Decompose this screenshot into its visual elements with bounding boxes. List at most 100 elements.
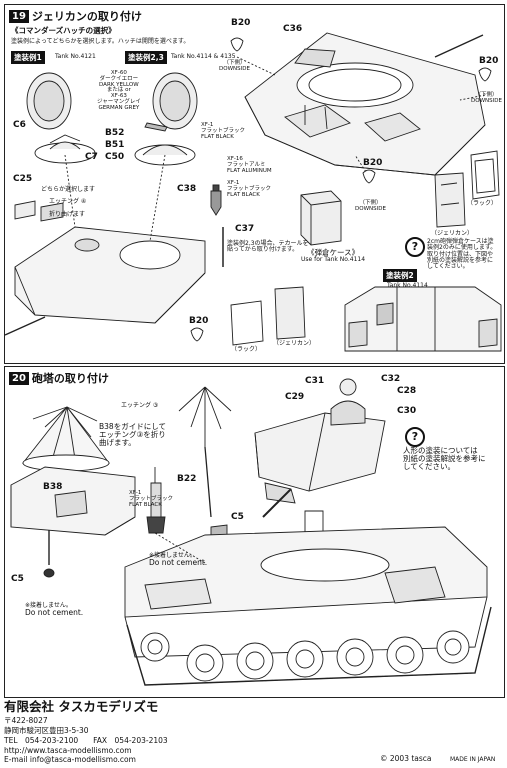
scheme-1-badge: 塗装例1	[11, 51, 45, 64]
ammo-case-label: 《弾倉ケース》 Use for Tank No.4114	[301, 249, 365, 263]
downside-note-c: （下側） DOWNSIDE	[355, 200, 386, 213]
part-c31: C31	[305, 376, 325, 386]
part-c29: C29	[285, 392, 305, 402]
paint-name-en: FLAT BLACK	[129, 501, 162, 508]
part-c38: C38	[177, 184, 197, 194]
company-email[interactable]: E-mail info@tasca-modellismo.com	[4, 755, 136, 764]
step-20-header: 20 砲塔の取り付け	[9, 370, 109, 386]
made-in-japan: MADE IN JAPAN	[450, 756, 496, 763]
paint-code: XF-1	[201, 122, 214, 128]
downside-jp: （下側）	[359, 200, 382, 206]
note-icon: ?	[405, 427, 425, 447]
step-number: 20	[9, 371, 29, 385]
paint-name-jp: フラットブラック	[227, 185, 272, 192]
note-line: してください。	[427, 263, 469, 271]
xf1b-callout: XF-1 フラットブラック FLAT BLACK	[227, 180, 272, 198]
figure-paint-note: 人形の塗装については 別紙の塗装解説を参考に してください。	[403, 447, 486, 471]
no-cement-note-center: ※接着しません。 Do not cement.	[149, 552, 208, 568]
note-line: 曲げます。	[99, 437, 136, 447]
company-name: 有限会社 タスカモデリズモ	[4, 699, 159, 714]
note-line: 2cm砲弾弾倉ケースは塗	[427, 238, 494, 245]
company-website[interactable]: http://www.tasca-modellismo.com	[4, 746, 132, 755]
part-c28: C28	[397, 386, 417, 396]
no-cement-note-left: ※接着しません。 Do not cement.	[25, 602, 84, 618]
c37-note-line: 貼ってから取り付けます。	[227, 246, 299, 254]
xf1-callout: XF-1 フラットブラック FLAT BLACK	[129, 490, 174, 508]
paint-name-en: DARK YELLOW	[99, 81, 139, 88]
step-number: 19	[9, 9, 29, 23]
part-b20-center: B20	[363, 158, 383, 168]
downside-jp: （下側）	[223, 60, 246, 66]
xf1-callout: XF-1 フラットブラック FLAT BLACK	[201, 122, 246, 140]
part-c30: C30	[397, 406, 417, 416]
fold-note: 折り曲げます	[49, 211, 86, 218]
postal-code: 〒422-8027	[4, 716, 48, 725]
note-line: 取り付け位置は、下図や	[427, 250, 494, 258]
copyright: © 2003 tasca	[380, 754, 432, 763]
etching-3-label: エッチング ③	[121, 402, 159, 409]
paint-name-jp: フラットブラック	[201, 127, 246, 134]
paint-name-jp: フラットブラック	[129, 495, 174, 502]
paint-name-en: FLAT BLACK	[201, 133, 234, 140]
no-cement-en: Do not cement.	[149, 558, 208, 568]
part-b22: B22	[177, 474, 197, 484]
part-b51: B51	[105, 140, 125, 150]
c37-note: 塗装例2,3の場合、テカールを 貼ってから取り付けます。	[227, 240, 309, 254]
paint-code: XF-60	[110, 70, 127, 76]
step-title: ジェリカンの取り付け	[31, 10, 142, 23]
paint-code: XF-16	[227, 156, 243, 162]
scheme-2-badge: 塗装例2	[383, 269, 417, 282]
downside-note-b: （下側） DOWNSIDE	[471, 92, 502, 105]
note-line: エッチング③を折り	[99, 429, 166, 439]
paint-name-jp: ダークイエロー	[99, 75, 139, 82]
part-c5-center: C5	[231, 512, 244, 522]
company-footer: 有限会社 タスカモデリズモ 〒422-8027 静岡市駿河区豊田3-5-30 T…	[4, 700, 503, 764]
part-b20-top-left: B20	[231, 18, 251, 28]
part-c32: C32	[381, 374, 401, 384]
note-line: 別紙の塗装解説を参考に	[427, 256, 494, 264]
downside-en: DOWNSIDE	[219, 65, 250, 72]
c37-note-line: 塗装例2,3の場合、テカールを	[227, 240, 309, 247]
downside-jp: （下側）	[475, 92, 498, 98]
step-19-panel: 19 ジェリカンの取り付け 《コマンダーズハッチの選択》 塗装例によってどちらか…	[4, 4, 505, 364]
choose-one-note: どちらか選択します	[41, 186, 96, 193]
scheme-23-tank: Tank No.4114 & 4135	[171, 53, 236, 60]
no-cement-en: Do not cement.	[25, 608, 84, 618]
part-c6: C6	[13, 120, 26, 130]
part-b38: B38	[43, 482, 63, 492]
paint-name-jp: ジャーマングレイ	[97, 98, 141, 105]
rack-label-bottom: （ラック）	[231, 346, 262, 353]
ammo-case-use: Use for Tank No.4114	[301, 255, 366, 263]
paint-name-en: FLAT BLACK	[227, 191, 260, 198]
step-20-panel: 20 砲塔の取り付け エッチング ③ B38をガイドにして エッチング③を折り …	[4, 366, 505, 698]
downside-en: DOWNSIDE	[471, 97, 502, 104]
part-c25: C25	[13, 174, 33, 184]
note-line: 別紙の塗装解説を参考に	[403, 453, 486, 463]
part-c36: C36	[283, 24, 303, 34]
part-b20-bottom: B20	[189, 316, 209, 326]
note-line: B38をガイドにして	[99, 422, 166, 431]
paint-code: XF-1	[129, 490, 142, 496]
ammo-usage-note: 2cm砲弾弾倉ケースは塗 装例2のみに使用します。 取り付け位置は、下図や 別紙…	[427, 238, 497, 271]
company-address: 静岡市駿河区豊田3-5-30	[4, 726, 89, 735]
no-cement-jp: ※接着しません。	[25, 602, 72, 609]
scheme-23-badge: 塗装例2,3	[125, 51, 167, 64]
note-line: 人形の塗装については	[403, 446, 478, 455]
part-c7: C7	[85, 152, 98, 162]
xf16-callout: XF-16 フラットアルミ FLAT ALUMINUM	[227, 156, 272, 174]
xf60-callout: XF-60 ダークイエロー DARK YELLOW または or XF-63 ジ…	[97, 70, 141, 111]
company-phone-fax: TEL 054-203-2100 FAX 054-203-2103	[4, 736, 168, 745]
part-b52: B52	[105, 128, 125, 138]
part-c5-left: C5	[11, 574, 24, 584]
paint-code: XF-63	[110, 93, 127, 100]
downside-note-a: （下側） DOWNSIDE	[219, 60, 250, 73]
scheme-2-tank: Tank No.4114	[387, 282, 428, 289]
note-line: してください。	[403, 461, 456, 471]
rack-label-right: （ラック）	[467, 200, 498, 207]
note-line: 装例2のみに使用します。	[427, 244, 497, 252]
downside-en: DOWNSIDE	[355, 205, 386, 212]
note-icon: ?	[405, 237, 425, 257]
paint-name-en: FLAT ALUMINUM	[227, 167, 272, 174]
no-cement-jp: ※接着しません。	[149, 552, 196, 559]
